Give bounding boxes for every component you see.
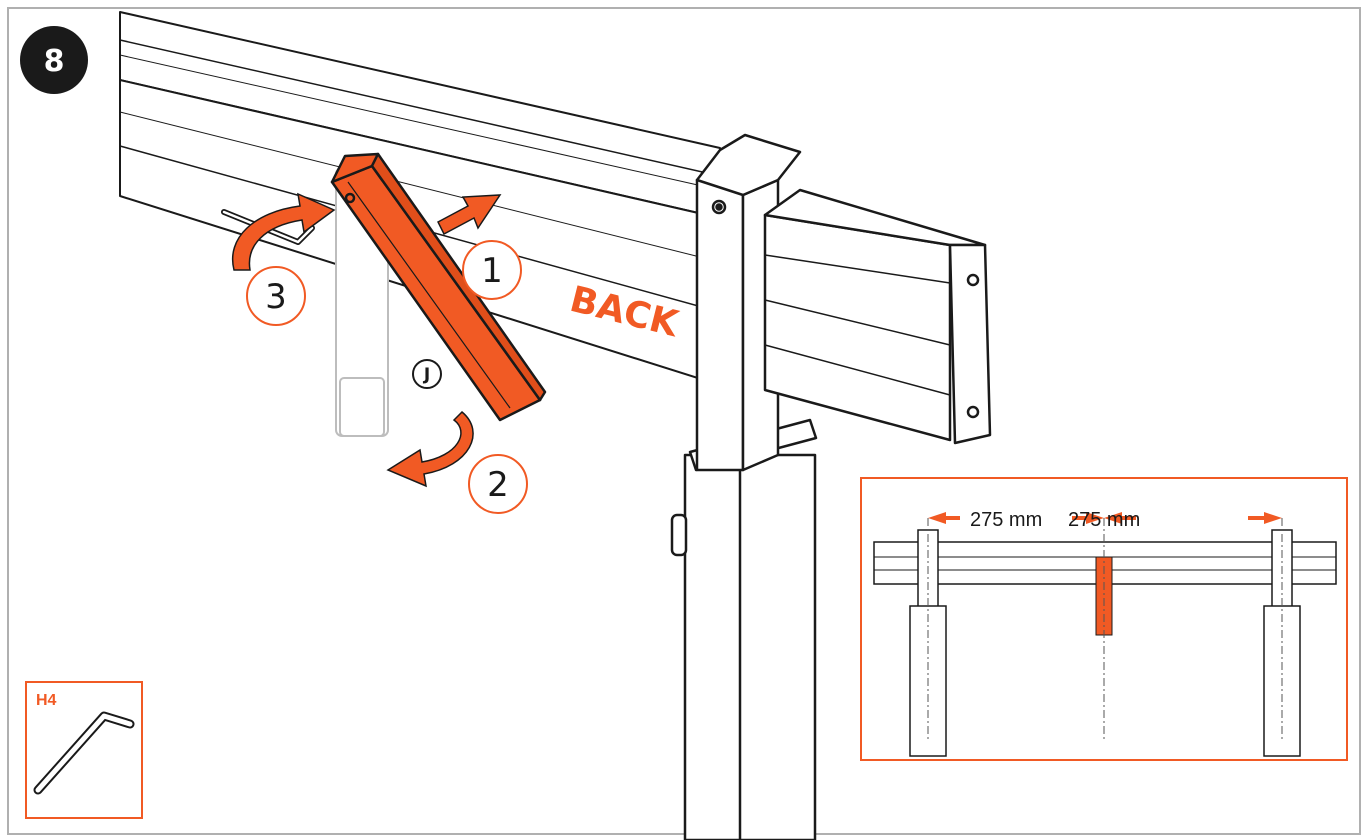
arrow-3 bbox=[231, 192, 336, 271]
crossbar-end bbox=[763, 188, 992, 445]
svg-text:3: 3 bbox=[265, 277, 287, 317]
dimension-right: 275 mm bbox=[1068, 509, 1140, 531]
step-callout-1: 1 bbox=[462, 240, 522, 300]
tool-label: H4 bbox=[36, 692, 57, 709]
svg-text:1: 1 bbox=[481, 251, 503, 291]
arrow-2 bbox=[386, 410, 474, 488]
detail-inset: 275 mm 275 mm bbox=[860, 477, 1348, 761]
step-callout-3: 3 bbox=[246, 266, 306, 326]
part-label-j: J bbox=[412, 359, 442, 389]
svg-text:8: 8 bbox=[44, 44, 65, 79]
svg-text:2: 2 bbox=[487, 465, 509, 505]
upright-leg bbox=[670, 133, 818, 840]
dimension-left: 275 mm bbox=[970, 509, 1042, 531]
step-callout-2: 2 bbox=[468, 454, 528, 514]
hex-key-icon bbox=[33, 711, 135, 795]
arrow-1 bbox=[437, 194, 502, 236]
tool-box: H4 bbox=[25, 681, 143, 819]
step-number-badge: 8 bbox=[20, 26, 88, 94]
svg-text:J: J bbox=[423, 365, 430, 385]
mounting-bracket bbox=[330, 152, 547, 422]
